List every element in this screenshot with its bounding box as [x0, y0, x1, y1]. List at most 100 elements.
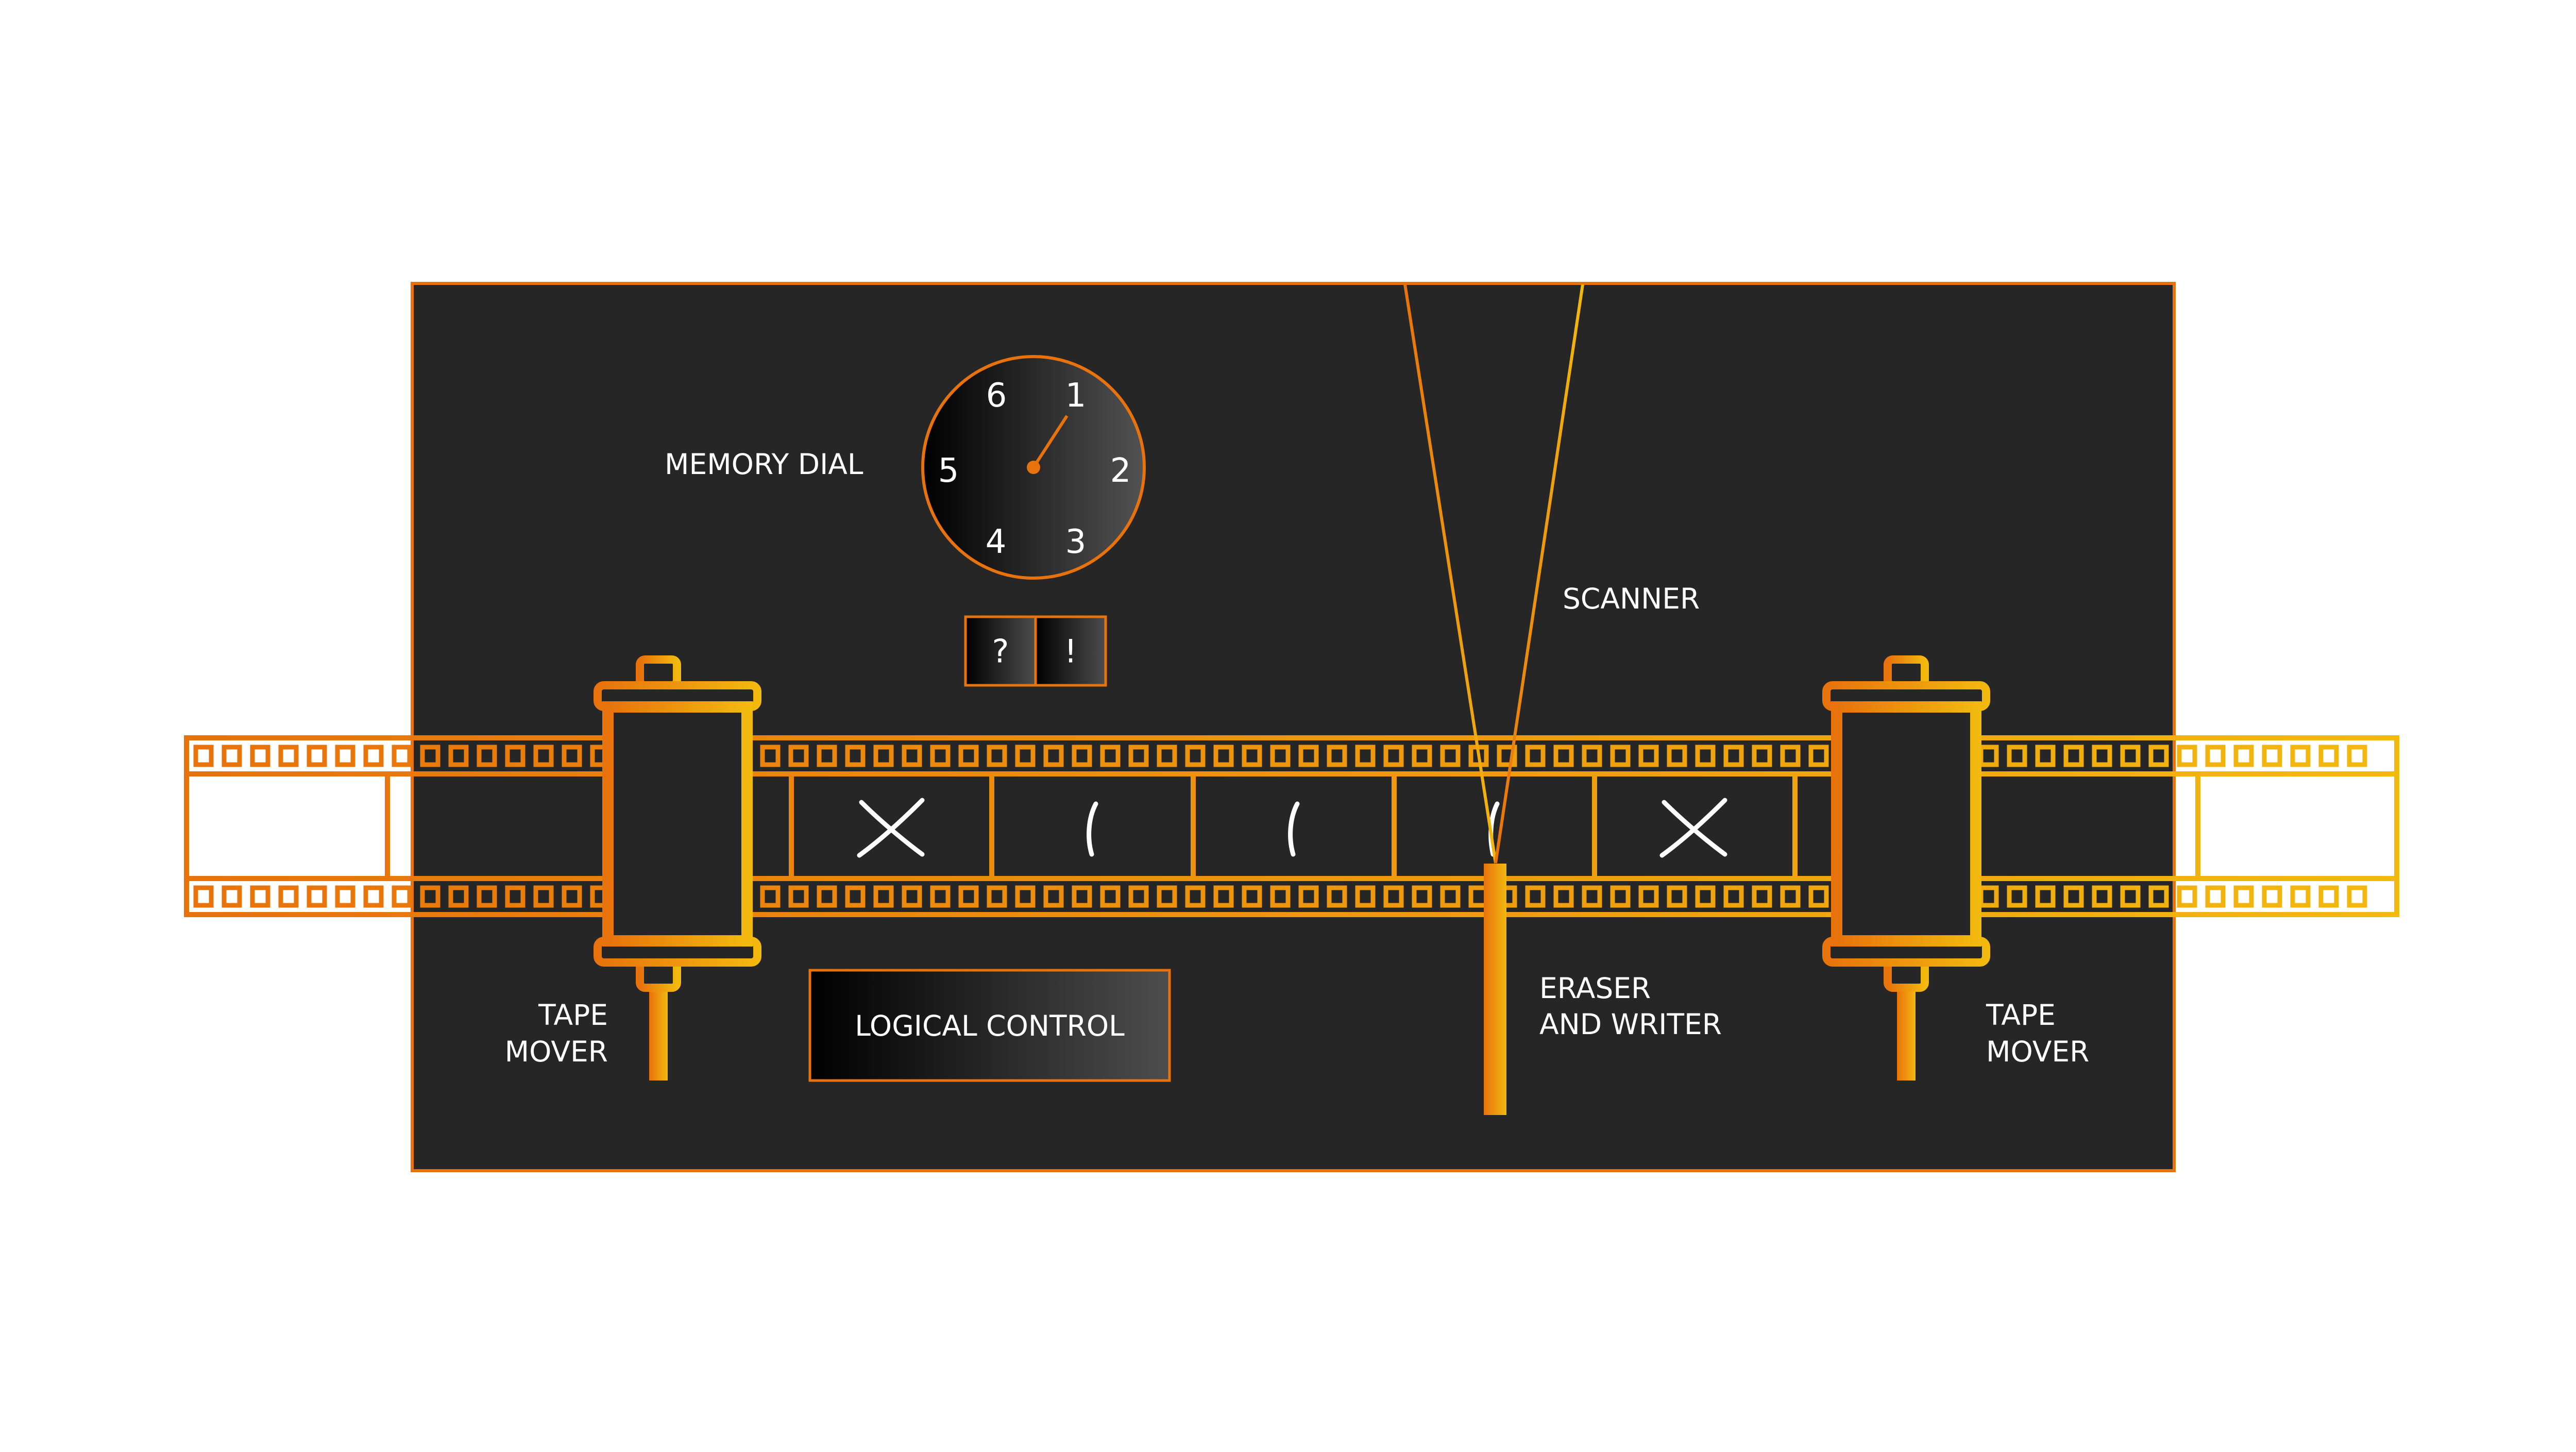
sprocket-hole-top	[2120, 745, 2141, 767]
sprocket-hole-bottom	[1553, 885, 1574, 908]
sprocket-hole-top	[1185, 745, 1206, 767]
tape-mover-left-label-line1: TAPE	[538, 999, 608, 1032]
sprocket-hole-bottom	[902, 885, 922, 908]
sprocket-hole-top	[420, 745, 440, 767]
sprocket-hole-top	[562, 745, 582, 767]
sprocket-hole-top	[1157, 745, 1177, 767]
sprocket-hole-top	[1355, 745, 1376, 767]
sprocket-hole-bottom	[873, 885, 894, 908]
tape-sprockets	[193, 745, 2367, 908]
sprocket-hole-bottom	[1128, 885, 1149, 908]
sprocket-hole-bottom	[760, 885, 781, 908]
sprocket-hole-bottom	[1638, 885, 1659, 908]
sprocket-hole-top	[1298, 745, 1319, 767]
state-question-mark: ?	[992, 633, 1009, 670]
sprocket-hole-top	[788, 745, 809, 767]
sprocket-hole-bottom	[2177, 885, 2197, 908]
eraser-writer-label-line2: AND WRITER	[1539, 1008, 1722, 1041]
sprocket-hole-top	[250, 745, 270, 767]
sprocket-hole-bottom	[1355, 885, 1376, 908]
sprocket-hole-top	[307, 745, 327, 767]
sprocket-hole-top	[2347, 745, 2367, 767]
state-box-question	[964, 615, 1037, 687]
sprocket-hole-bottom	[335, 885, 355, 908]
sprocket-hole-bottom	[958, 885, 979, 908]
sprocket-hole-top	[1128, 745, 1149, 767]
sprocket-hole-bottom	[1072, 885, 1092, 908]
logical-control: LOGICAL CONTROL	[808, 969, 1171, 1082]
sprocket-hole-bottom	[788, 885, 809, 908]
sprocket-hole-top	[930, 745, 951, 767]
sprocket-hole-bottom	[193, 885, 214, 908]
state-exclamation-mark: !	[1064, 633, 1077, 670]
sprocket-hole-bottom	[2007, 885, 2027, 908]
sprocket-hole-top	[845, 745, 866, 767]
sprocket-hole-top	[2318, 745, 2339, 767]
scanner	[1403, 284, 1584, 864]
sprocket-hole-bottom	[1327, 885, 1347, 908]
sprocket-hole-bottom	[477, 885, 497, 908]
sprocket-hole-bottom	[1270, 885, 1291, 908]
sprocket-hole-top	[533, 745, 554, 767]
sprocket-hole-bottom	[1723, 885, 1744, 908]
sprocket-hole-bottom	[2262, 885, 2282, 908]
sprocket-hole-top	[1780, 745, 1801, 767]
sprocket-hole-bottom	[278, 885, 299, 908]
sprocket-hole-top	[1752, 745, 1772, 767]
sprocket-hole-top	[477, 745, 497, 767]
sprocket-hole-top	[278, 745, 299, 767]
sprocket-hole-top	[1383, 745, 1404, 767]
sprocket-hole-top	[902, 745, 922, 767]
tape-cell-5-symbol	[1659, 798, 1727, 858]
sprocket-hole-top	[1440, 745, 1461, 767]
sprocket-hole-bottom	[1298, 885, 1319, 908]
sprocket-hole-bottom	[1780, 885, 1801, 908]
sprocket-hole-bottom	[1610, 885, 1631, 908]
sprocket-hole-bottom	[1667, 885, 1687, 908]
tape	[184, 735, 2399, 917]
sprocket-hole-top	[2290, 745, 2311, 767]
sprocket-hole-top	[2007, 745, 2027, 767]
sprocket-hole-bottom	[930, 885, 951, 908]
logical-control-box	[808, 969, 1171, 1082]
sprocket-hole-top	[2092, 745, 2112, 767]
sprocket-hole-bottom	[1213, 885, 1234, 908]
sprocket-hole-bottom	[307, 885, 327, 908]
sprocket-hole-top	[1525, 745, 1546, 767]
sprocket-hole-top	[335, 745, 355, 767]
tape-mover-left-label-line2: MOVER	[505, 1035, 608, 1068]
sprocket-hole-top	[1638, 745, 1659, 767]
sprocket-hole-top	[2205, 745, 2226, 767]
sprocket-hole-bottom	[1185, 885, 1206, 908]
sprocket-hole-top	[2233, 745, 2254, 767]
sprocket-hole-top	[363, 745, 384, 767]
tape-mover-left	[594, 655, 761, 1080]
sprocket-hole-top	[987, 745, 1007, 767]
sprocket-hole-top	[1213, 745, 1234, 767]
sprocket-hole-top	[2262, 745, 2282, 767]
sprocket-hole-top	[817, 745, 837, 767]
sprocket-hole-bottom	[845, 885, 866, 908]
sprocket-hole-top	[1610, 745, 1631, 767]
logical-control-label: LOGICAL CONTROL	[855, 1009, 1125, 1042]
sprocket-hole-top	[1100, 745, 1121, 767]
sprocket-hole-top	[193, 745, 214, 767]
tape-mover-right-label-line1: TAPE	[1986, 999, 2056, 1032]
sprocket-hole-bottom	[1383, 885, 1404, 908]
sprocket-hole-top	[1327, 745, 1347, 767]
sprocket-hole-top	[505, 745, 526, 767]
sprocket-hole-bottom	[1043, 885, 1064, 908]
sprocket-hole-bottom	[2233, 885, 2254, 908]
sprocket-hole-top	[1723, 745, 1744, 767]
dial-number-2: 2	[1110, 452, 1131, 490]
sprocket-hole-bottom	[250, 885, 270, 908]
dial-number-3: 3	[1065, 523, 1087, 561]
dial-number-4: 4	[986, 523, 1007, 561]
sprocket-hole-top	[1015, 745, 1036, 767]
memory-dial: 1 2 3 4 5 6	[921, 355, 1146, 580]
sprocket-hole-bottom	[2035, 885, 2056, 908]
sprocket-hole-bottom	[2205, 885, 2226, 908]
eraser-writer-pin	[1484, 864, 1506, 1115]
